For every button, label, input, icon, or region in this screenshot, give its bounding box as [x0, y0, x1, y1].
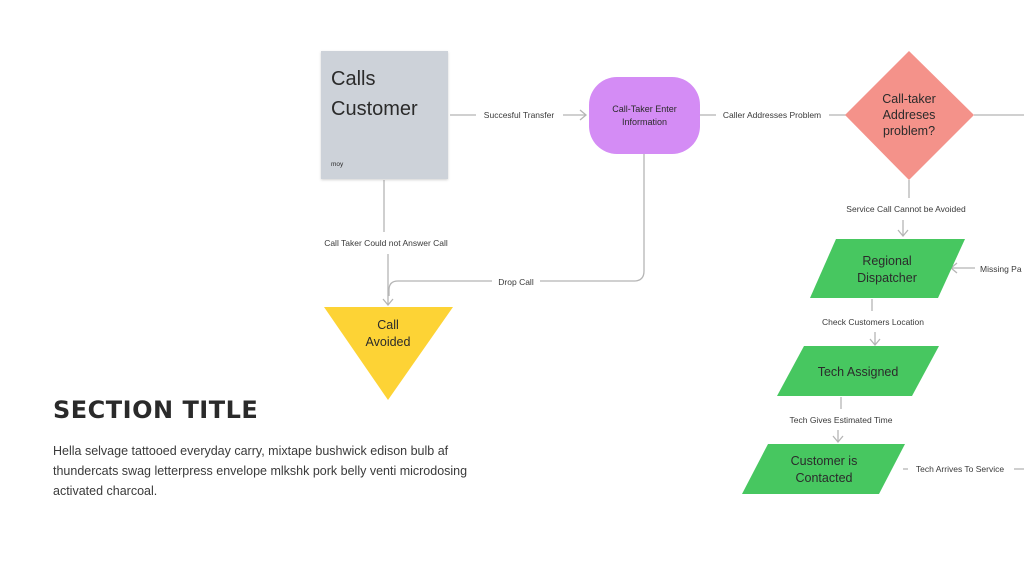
node-customer-contacted-line2: Contacted	[796, 471, 853, 485]
node-calls-customer-line1: Calls	[331, 68, 375, 90]
decision-shape	[845, 51, 974, 180]
edge-label-could-not-answer: Call Taker Could not Answer Call	[324, 238, 448, 248]
io-parallelogram-shape	[810, 239, 965, 298]
edge-label-missing-parts: Missing Pa	[980, 264, 1022, 274]
node-decision-line2: Addreses	[883, 108, 936, 122]
node-regional-dispatcher[interactable]: Regional Dispatcher	[810, 239, 965, 298]
edge-label-cannot-be-avoided: Service Call Cannot be Avoided	[846, 204, 966, 214]
io-parallelogram-shape	[777, 346, 939, 396]
node-customer-contacted-line1: Customer is	[791, 454, 858, 468]
node-regional-dispatcher-line1: Regional	[862, 254, 911, 268]
process-shape	[589, 77, 700, 154]
edge-label-arrives: Tech Arrives To Service	[916, 464, 1004, 474]
edge-label-caller-addresses: Caller Addresses Problem	[723, 110, 821, 120]
edge-drop-call-line-a	[540, 154, 645, 282]
node-call-taker-addresses[interactable]: Call-taker Addreses problem?	[845, 51, 974, 180]
connectors	[382, 109, 1024, 470]
node-calls-customer-line2: Customer	[331, 98, 418, 120]
arrowhead-icon	[897, 229, 909, 238]
node-call-taker-enter-line1: Call-Taker Enter	[612, 104, 677, 114]
node-calls-customer-note: moy	[331, 161, 344, 168]
node-decision-line1: Call-taker	[882, 92, 936, 106]
node-call-avoided-line2: Avoided	[366, 335, 411, 349]
node-calls-customer[interactable]: Calls Customer moy	[321, 51, 448, 179]
node-call-taker-enter[interactable]: Call-Taker Enter Information	[589, 77, 700, 154]
node-customer-contacted[interactable]: Customer is Contacted	[742, 444, 905, 494]
section-title: SECTION TITLE	[53, 396, 259, 424]
terminator-triangle-shape	[324, 307, 453, 400]
node-call-taker-enter-line2: Information	[622, 117, 667, 127]
arrowhead-icon	[869, 338, 881, 347]
arrowhead-icon	[832, 435, 844, 444]
edge-labels: Succesful Transfer Caller Addresses Prob…	[324, 110, 1022, 474]
node-tech-assigned[interactable]: Tech Assigned	[777, 346, 939, 396]
arrowhead-icon	[579, 109, 588, 121]
node-tech-assigned-line1: Tech Assigned	[818, 365, 899, 379]
edge-drop-call-line-b	[388, 280, 492, 296]
edge-label-succesful-transfer: Succesful Transfer	[484, 110, 555, 120]
arrowhead-icon	[382, 298, 394, 307]
section-body: Hella selvage tattooed everyday carry, m…	[53, 444, 468, 498]
node-regional-dispatcher-line2: Dispatcher	[857, 271, 917, 285]
io-parallelogram-shape	[742, 444, 905, 494]
edge-label-check-location: Check Customers Location	[822, 317, 924, 327]
edge-label-drop-call: Drop Call	[498, 277, 534, 287]
sticky-note-shape	[321, 51, 448, 179]
node-decision-line3: problem?	[883, 124, 935, 138]
node-call-avoided[interactable]: Call Avoided	[324, 307, 453, 400]
node-call-avoided-line1: Call	[377, 318, 399, 332]
edge-label-estimated-time: Tech Gives Estimated Time	[790, 415, 893, 425]
